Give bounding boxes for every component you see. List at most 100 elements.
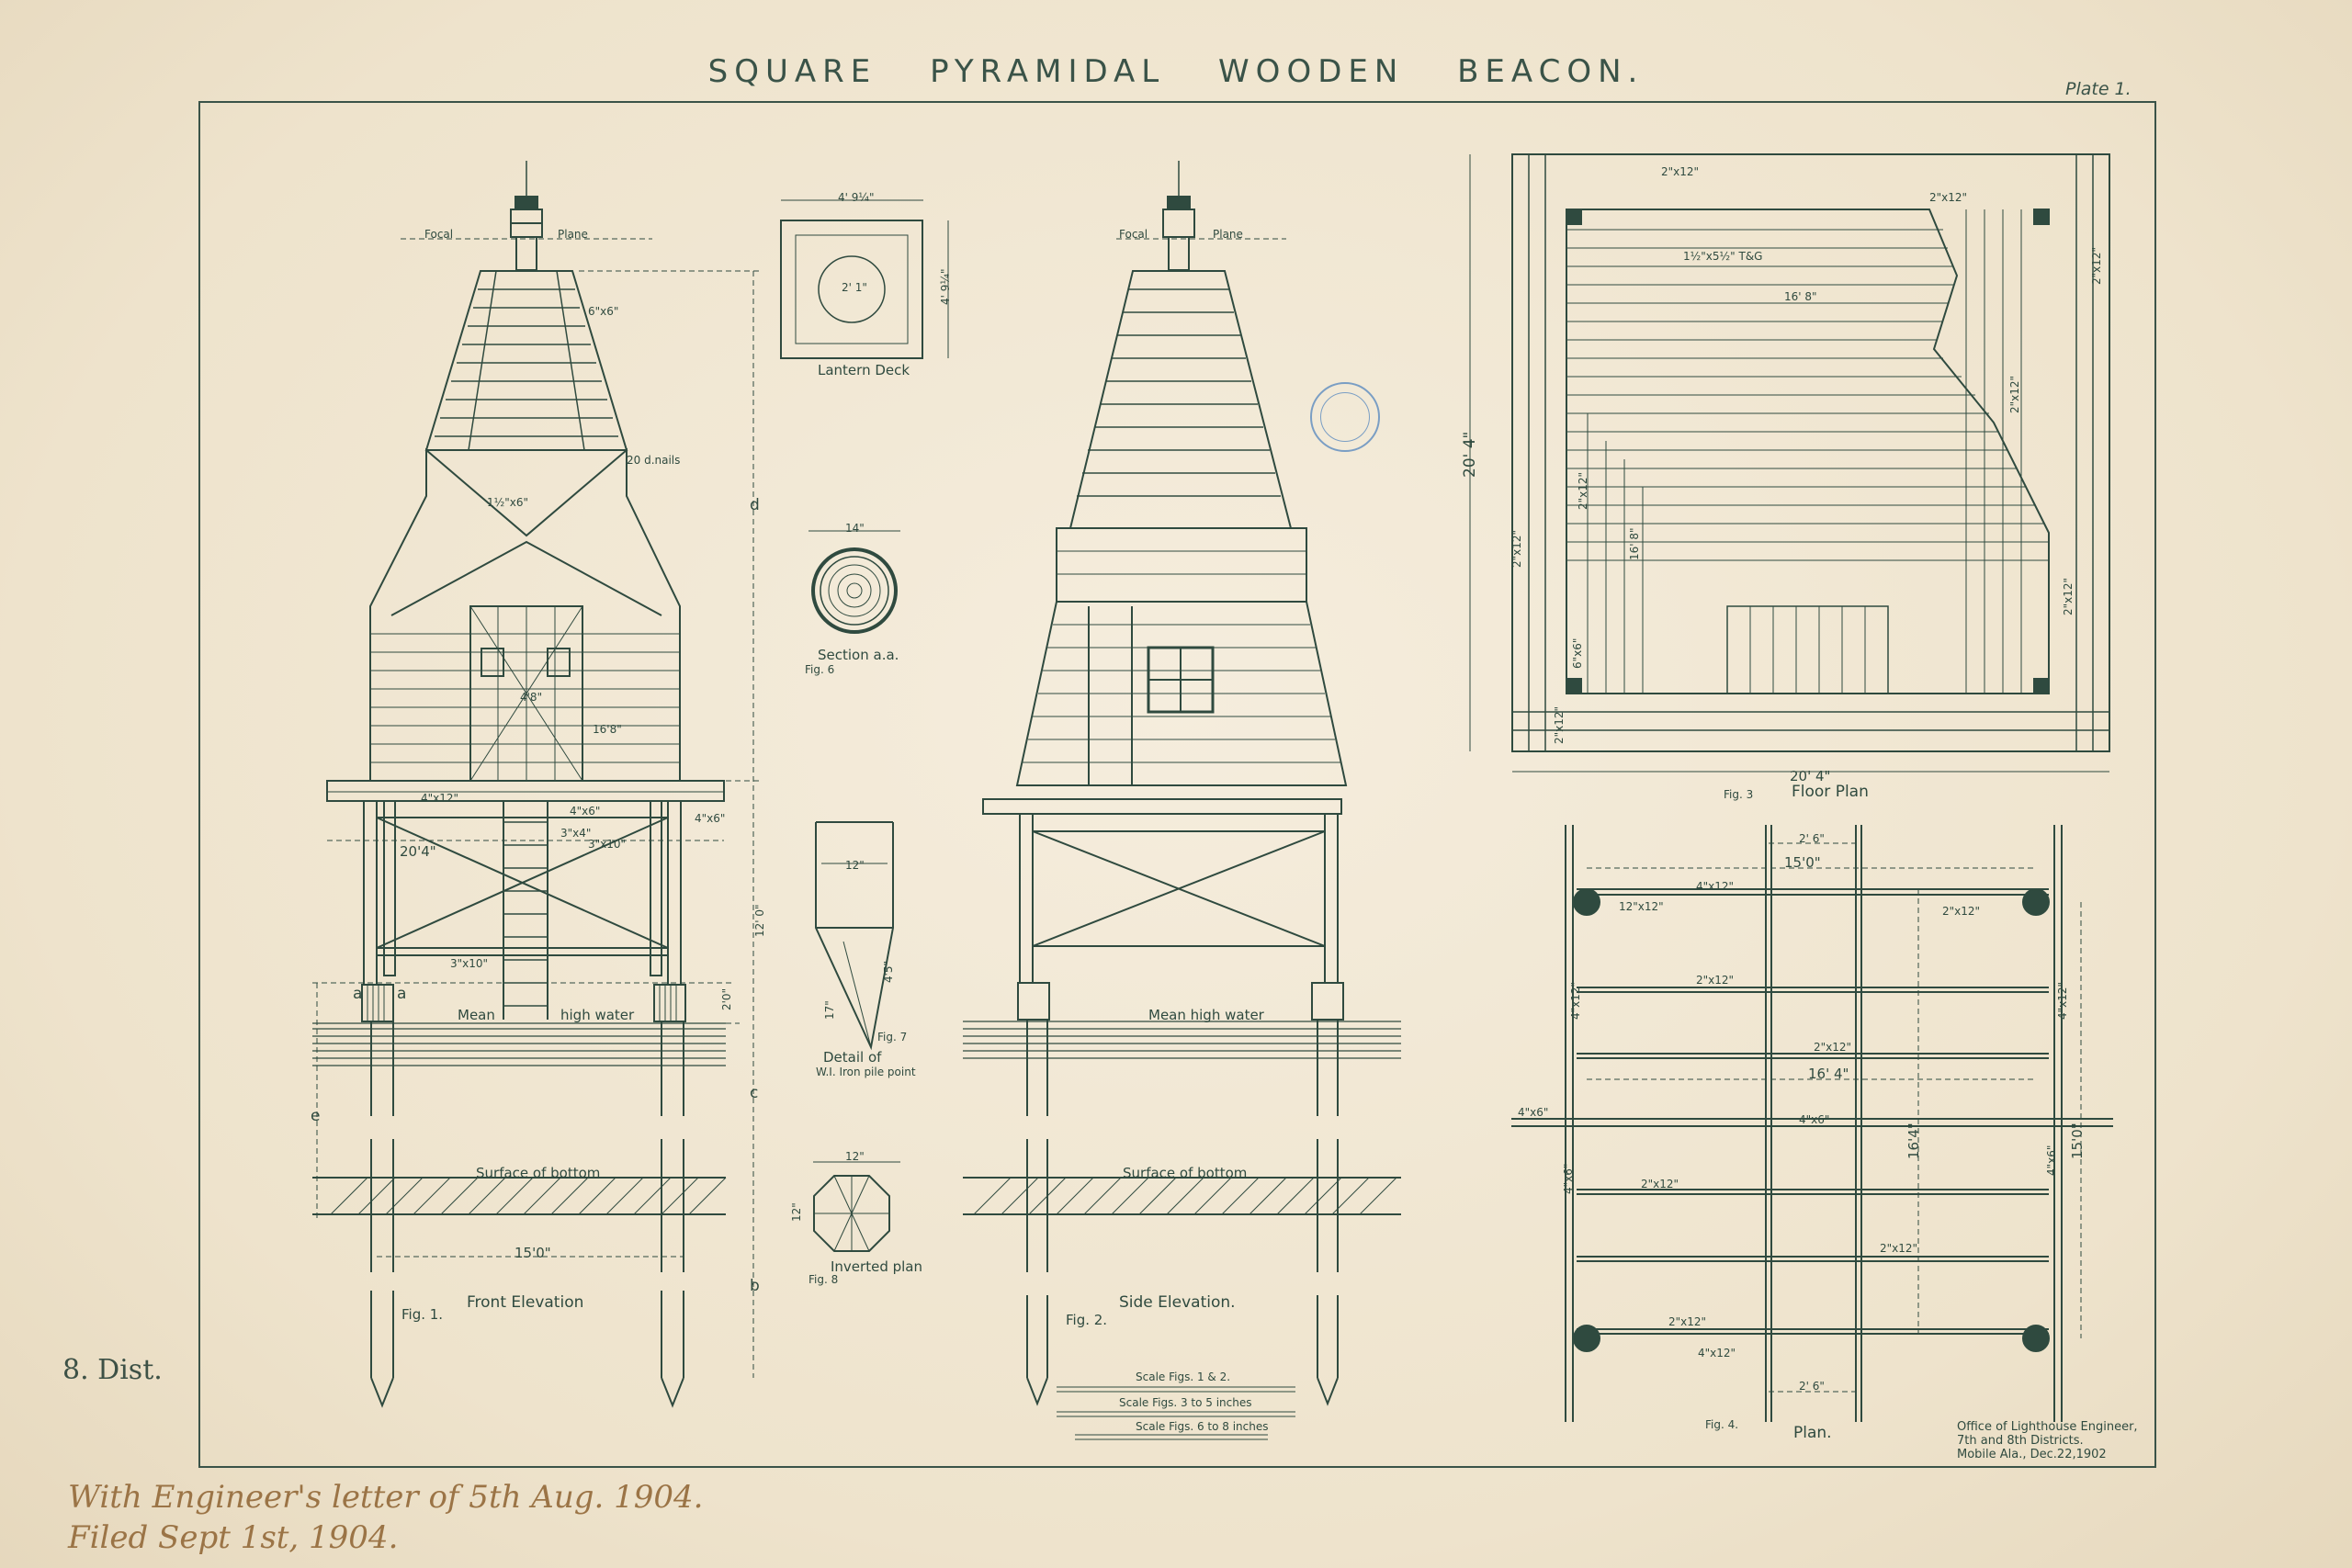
fig1-plane-label: Plane — [558, 228, 588, 241]
fig8-caption: Inverted plan — [831, 1258, 922, 1275]
fig3-left-outer-label: 2"x12" — [1510, 529, 1523, 568]
fig1-4-8-label: 4'8" — [520, 691, 543, 704]
fig1-4x6b-label: 4"x6" — [695, 812, 726, 825]
lantern-inner-label: 2' 1" — [842, 281, 867, 294]
fig3-right-top-label: 2"x12" — [2090, 246, 2103, 285]
fig4-joist-1: 4"x12" — [1696, 880, 1735, 893]
fig2-focal-label: Focal — [1119, 228, 1148, 241]
fig1-4x12-label: 4"x12" — [421, 792, 459, 805]
fig1-4x6a-label: 4"x6" — [570, 805, 601, 818]
lantern-deck-caption: Lantern Deck — [818, 362, 910, 378]
office-line-3: Mobile Ala., Dec.22,1902 — [1957, 1448, 2107, 1461]
fig4-number: Fig. 4. — [1705, 1418, 1739, 1431]
fig3-width-label: 20' 4" — [1790, 768, 1831, 784]
fig3-inner-left-label: 2"x12" — [1577, 471, 1589, 510]
fig1-6x6-label: 6"x6" — [588, 305, 619, 318]
fig1-nails-label: 20 d.nails — [627, 454, 681, 467]
fig3-board-label: 1½"x5½" T&G — [1683, 250, 1763, 263]
fig4-joist-2: 12"x12" — [1619, 900, 1664, 913]
fig2-surface-label: Surface of bottom — [1123, 1165, 1248, 1181]
framing-plan-figure — [1511, 825, 2113, 1422]
fig1-1x6-label: 1½"x6" — [487, 496, 529, 509]
fig3-right-outer-label: 2"x12" — [2062, 577, 2075, 615]
fig3-inner-span-label: 16' 8" — [1628, 527, 1641, 560]
fig4-joist-7: 4"x6" — [1799, 1113, 1830, 1126]
fig6-dim-label: 14" — [845, 522, 865, 535]
fig4-2-6-bottom-label: 2' 6" — [1799, 1380, 1825, 1393]
fig1-high-water-label: high water — [560, 1007, 635, 1023]
fig4-side-right-1: 4"x6" — [2045, 1145, 2058, 1176]
fig4-joist-3: 2"x12" — [1942, 905, 1981, 918]
pile-point-figure — [815, 821, 894, 1051]
fig4-side-right-2: 4"x12" — [2056, 981, 2069, 1020]
fig1-letter-c: c — [750, 1084, 759, 1102]
fig1-3x10b-label: 3"x10" — [450, 957, 489, 970]
fig4-joist-8: 2"x12" — [1641, 1178, 1679, 1190]
fig3-caption: Floor Plan — [1792, 783, 1869, 801]
fig4-caption: Plan. — [1793, 1424, 1832, 1442]
fig1-number: Fig. 1. — [401, 1306, 444, 1323]
front-elevation-figure — [312, 161, 763, 1408]
fig4-joist-9: 2"x12" — [1880, 1242, 1918, 1255]
fig7-dim-label: 12" — [845, 859, 865, 872]
fig6-caption: Section a.a. — [818, 647, 899, 663]
side-elevation-figure — [963, 161, 1401, 1440]
floor-plan-figure — [1469, 153, 2110, 773]
fig3-span-label: 16' 8" — [1784, 290, 1817, 303]
fig4-side-left-1: 4"x12" — [1569, 981, 1582, 1020]
fig1-surface-label: Surface of bottom — [476, 1165, 601, 1181]
fig1-2-0-label: 2'0" — [720, 987, 733, 1010]
drawing-border — [198, 101, 2156, 1468]
fig3-top-left-label: 2"x12" — [1661, 165, 1700, 178]
fig3-height-label: 20' 4" — [1461, 431, 1479, 478]
fig1-letter-e: e — [311, 1107, 321, 1125]
fig4-joist-5: 2"x12" — [1814, 1041, 1852, 1054]
fig6-number: Fig. 6 — [805, 663, 835, 676]
fig4-joist-6: 4"x6" — [1518, 1106, 1549, 1119]
fig1-letter-b: b — [750, 1277, 760, 1295]
fig4-height-15-0: 15'0" — [2069, 1122, 2086, 1159]
lantern-width-label: 4' 9¼" — [838, 191, 875, 204]
fig1-3x4-label: 3"x4" — [560, 827, 592, 840]
fig1-20-4-label: 20'4" — [400, 843, 436, 860]
fig1-caption: Front Elevation — [467, 1293, 584, 1312]
fig7-caption-line1: Detail of — [823, 1049, 882, 1066]
office-credit: Office of Lighthouse Engineer, 7th and 8… — [1957, 1420, 2138, 1461]
scale-bar-3-label: Scale Figs. 6 to 8 inches — [1136, 1420, 1269, 1433]
inverted-plan-figure — [813, 1161, 900, 1252]
fig1-mean-label: Mean — [458, 1007, 495, 1023]
fig4-height-16-4: 16'4" — [1905, 1122, 1922, 1159]
fig7-4-5-label: 4'5" — [882, 960, 895, 983]
fig2-number: Fig. 2. — [1066, 1312, 1108, 1328]
fig1-focal-label: Focal — [424, 228, 454, 241]
fig7-17-label: 17" — [823, 1000, 836, 1020]
scale-bar-2-label: Scale Figs. 3 to 5 inches — [1119, 1396, 1252, 1409]
fig7-caption-line2: W.I. Iron pile point — [816, 1066, 916, 1078]
fig2-caption: Side Elevation. — [1119, 1293, 1236, 1312]
fig3-inner-right-label: 2"x12" — [2008, 375, 2021, 413]
district-label: 8. Dist. — [62, 1354, 163, 1386]
office-line-2: 7th and 8th Districts. — [1957, 1434, 2084, 1448]
fig1-3x10a-label: 3"x10" — [588, 838, 627, 851]
fig1-12-0-label: 12' 0" — [753, 904, 766, 937]
fig4-span-label: 16' 4" — [1808, 1066, 1849, 1082]
fig3-top-right-label: 2"x12" — [1929, 191, 1968, 204]
fig7-number: Fig. 7 — [877, 1031, 908, 1043]
fig4-15-0-label: 15'0" — [1784, 854, 1821, 871]
fig3-corner-label: 2"x12" — [1553, 705, 1566, 744]
office-line-1: Office of Lighthouse Engineer, — [1957, 1420, 2138, 1434]
drawing-title: SQUARE PYRAMIDAL WOODEN BEACON. — [707, 53, 1645, 90]
fig4-2-6-top-label: 2' 6" — [1799, 832, 1825, 845]
fig3-post-label: 6"x6" — [1571, 637, 1584, 669]
fig4-joist-11: 4"x12" — [1698, 1347, 1736, 1359]
fig3-number: Fig. 3 — [1724, 788, 1754, 801]
scale-bar-1-label: Scale Figs. 1 & 2. — [1136, 1371, 1231, 1383]
fig2-mean-high-water: Mean high water — [1148, 1007, 1264, 1023]
fig4-side-left-2: 4"x6" — [1562, 1163, 1575, 1194]
fig2-plane-label: Plane — [1213, 228, 1243, 241]
fig1-section-a-left: a — [353, 985, 363, 1003]
lantern-side-label: 4' 9¼" — [939, 268, 952, 305]
fig4-joist-4: 2"x12" — [1696, 974, 1735, 987]
fig8-width-label: 12" — [845, 1150, 865, 1163]
